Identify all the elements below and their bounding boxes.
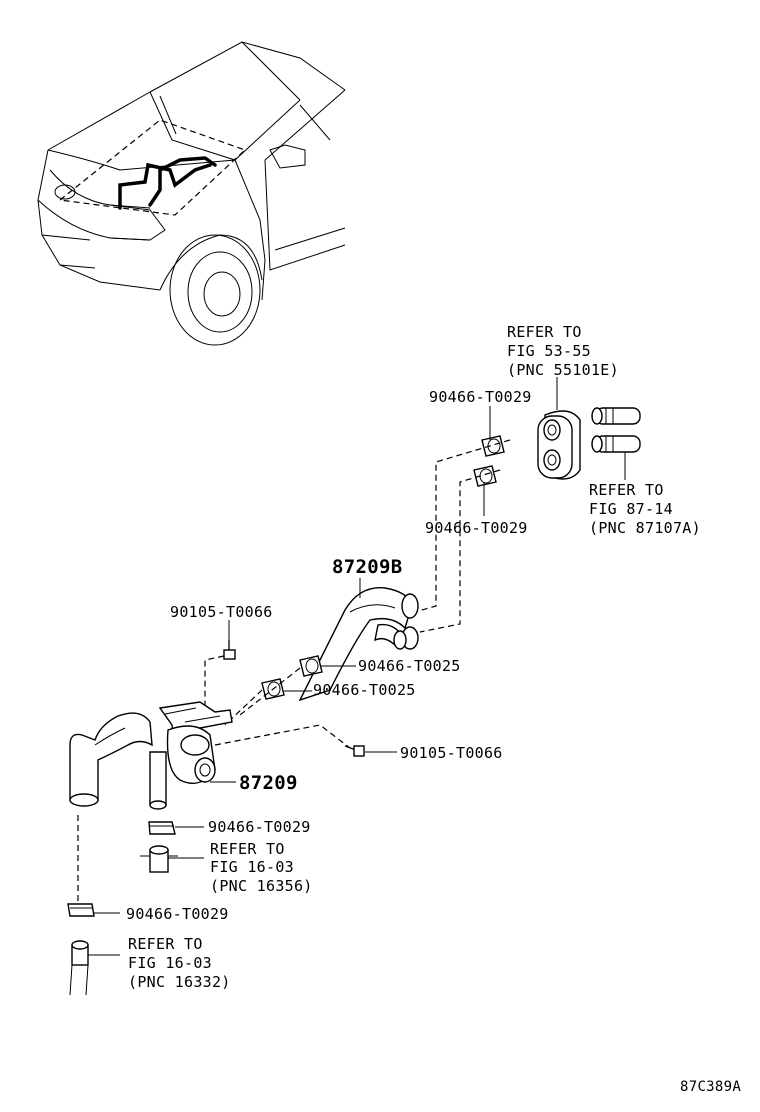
ref-55101e-line2: FIG 53-55 bbox=[507, 342, 591, 360]
clamp-low-right bbox=[148, 821, 176, 835]
clamp-mid-upper bbox=[299, 655, 323, 677]
bolt-top bbox=[223, 640, 236, 660]
pipe-16332 bbox=[69, 940, 89, 996]
label-clamp-mid-lower: 90466-T0025 bbox=[313, 681, 416, 699]
ref-16356-line2: FIG 16-03 bbox=[210, 858, 294, 876]
clamp-low-left bbox=[67, 903, 95, 917]
ref-87107a-line3: (PNC 87107A) bbox=[589, 519, 701, 537]
ref-55101e-line3: (PNC 55101E) bbox=[507, 361, 619, 379]
heater-core-connector bbox=[537, 410, 581, 480]
ref-16332-line3: (PNC 16332) bbox=[128, 973, 231, 991]
label-clamp-low-right: 90466-T0029 bbox=[208, 818, 311, 836]
label-hose-87209: 87209 bbox=[239, 772, 298, 794]
clamp-top-upper bbox=[481, 435, 505, 457]
clamp-top-lower bbox=[473, 465, 497, 487]
ref-16356-line3: (PNC 16356) bbox=[210, 877, 313, 895]
pipe-16356 bbox=[140, 845, 178, 873]
label-clamp-top-lower: 90466-T0029 bbox=[425, 519, 528, 537]
ref-55101e-line1: REFER TO bbox=[507, 323, 582, 341]
hose-87209-assembly bbox=[69, 701, 233, 810]
label-hose-87209b: 87209B bbox=[332, 556, 402, 578]
bolt-right bbox=[344, 745, 365, 757]
ref-16332-line1: REFER TO bbox=[128, 935, 203, 953]
ref-16356-line1: REFER TO bbox=[210, 840, 285, 858]
label-clamp-mid-upper: 90466-T0025 bbox=[358, 657, 461, 675]
hose-87209b bbox=[298, 586, 419, 702]
ref-87107a-line1: REFER TO bbox=[589, 481, 664, 499]
label-bolt-top: 90105-T0066 bbox=[170, 603, 273, 621]
diagram-code: 87C389A bbox=[680, 1079, 741, 1095]
label-clamp-low-left: 90466-T0029 bbox=[126, 905, 229, 923]
heater-pipes bbox=[591, 407, 641, 453]
ref-87107a-line2: FIG 87-14 bbox=[589, 500, 673, 518]
label-clamp-top-upper: 90466-T0029 bbox=[429, 388, 532, 406]
label-bolt-right: 90105-T0066 bbox=[400, 744, 503, 762]
vehicle-illustration bbox=[37, 41, 346, 346]
ref-16332-line2: FIG 16-03 bbox=[128, 954, 212, 972]
